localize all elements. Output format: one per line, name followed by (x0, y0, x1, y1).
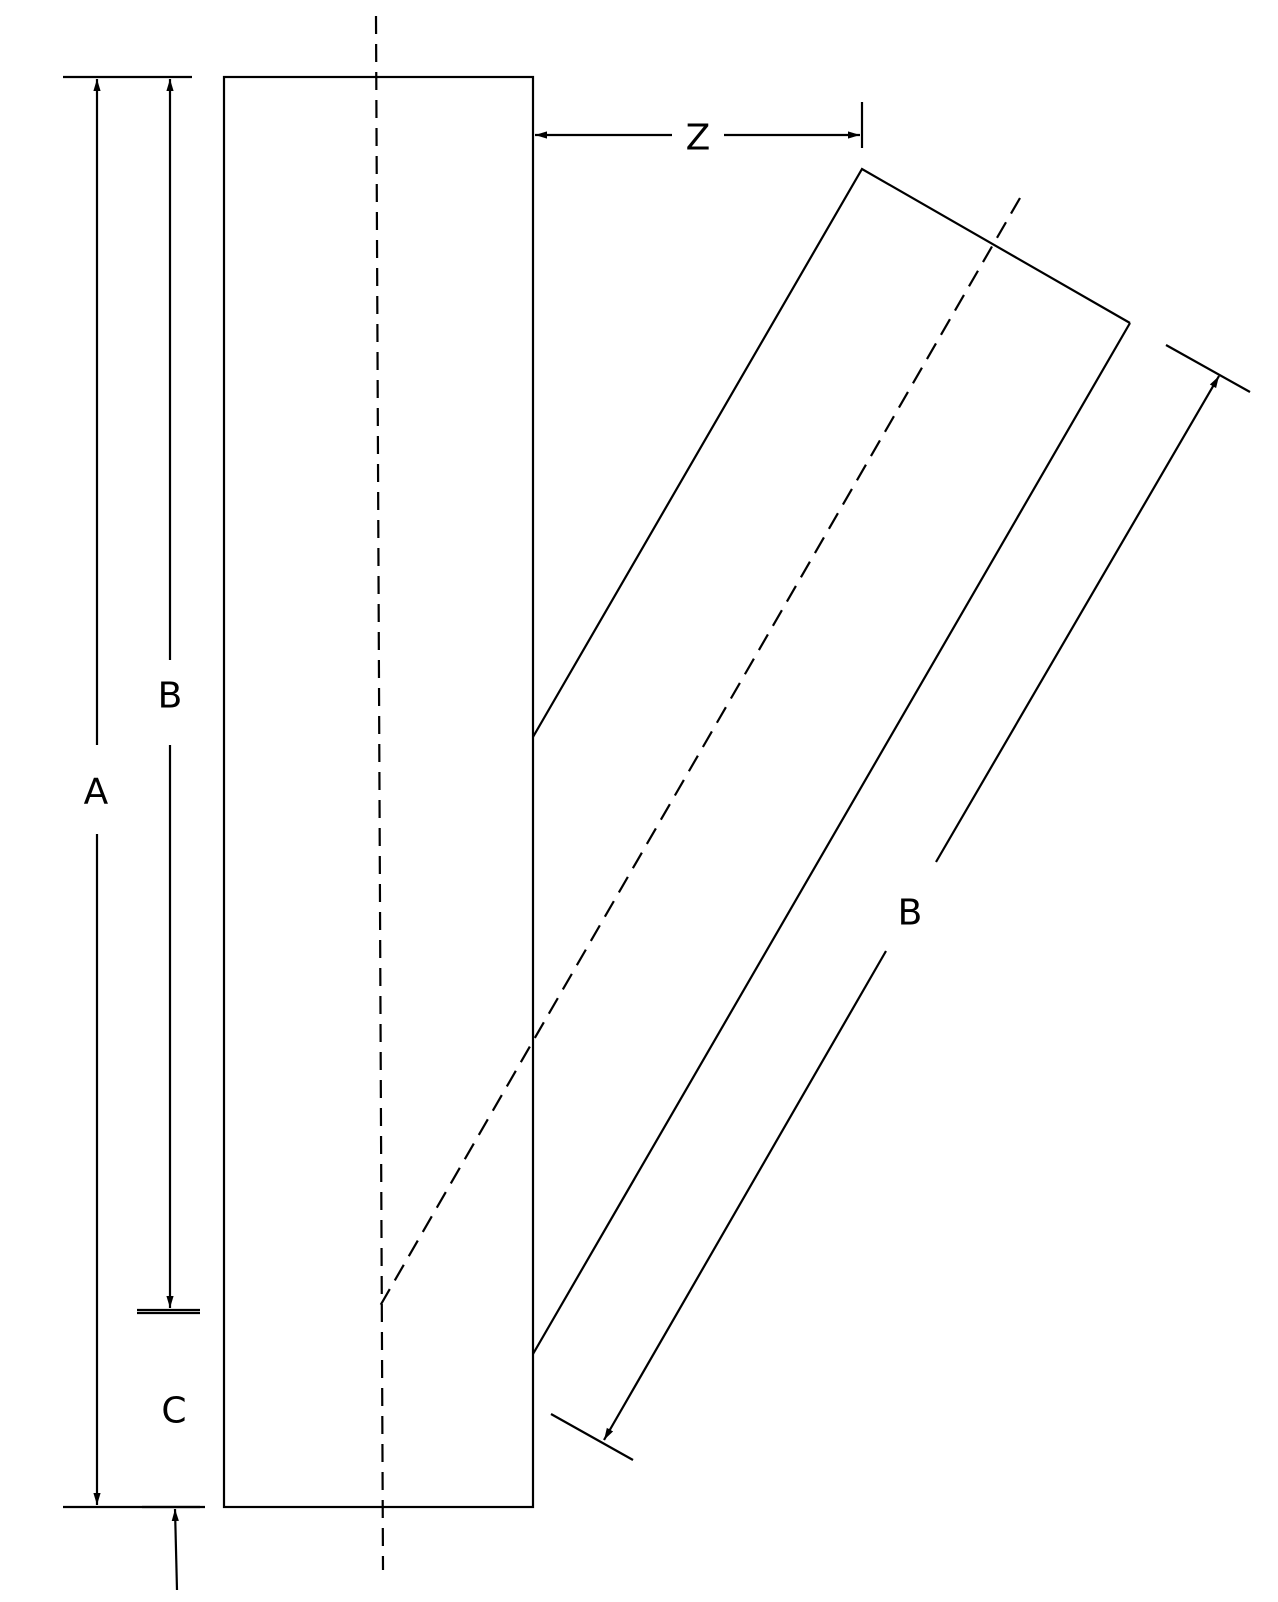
main-run-pipe (222, 15, 535, 1571)
dim-b-branch-label: B (898, 893, 923, 934)
dim-b-branch-upper-arrow-line (935, 375, 1220, 863)
dim-c-arrow-line (171, 1508, 179, 1591)
dimension-b-vertical: B (137, 79, 200, 1315)
branch-pipe (379, 167, 1131, 1355)
dim-b-vertical-label: B (158, 676, 183, 717)
dim-b-branch-top-extension (1165, 344, 1251, 393)
dimension-c: C (142, 1391, 200, 1591)
branch-upper-edge (532, 167, 1131, 738)
dim-b-branch-lower-arrow-line (603, 950, 887, 1441)
dimension-z: Z (535, 102, 864, 159)
dimension-a: A (63, 75, 205, 1509)
dimension-b-branch: B (550, 344, 1251, 1461)
dim-c-label: C (161, 1391, 186, 1432)
dim-z-label: Z (686, 118, 711, 159)
dim-a-label: A (84, 772, 109, 813)
branch-lower-edge (532, 322, 1131, 1355)
branch-centerline (379, 197, 1021, 1307)
main-run-outline (222, 75, 535, 1509)
main-run-centerline (374, 15, 385, 1571)
dim-b-branch-bottom-extension (550, 1413, 634, 1461)
